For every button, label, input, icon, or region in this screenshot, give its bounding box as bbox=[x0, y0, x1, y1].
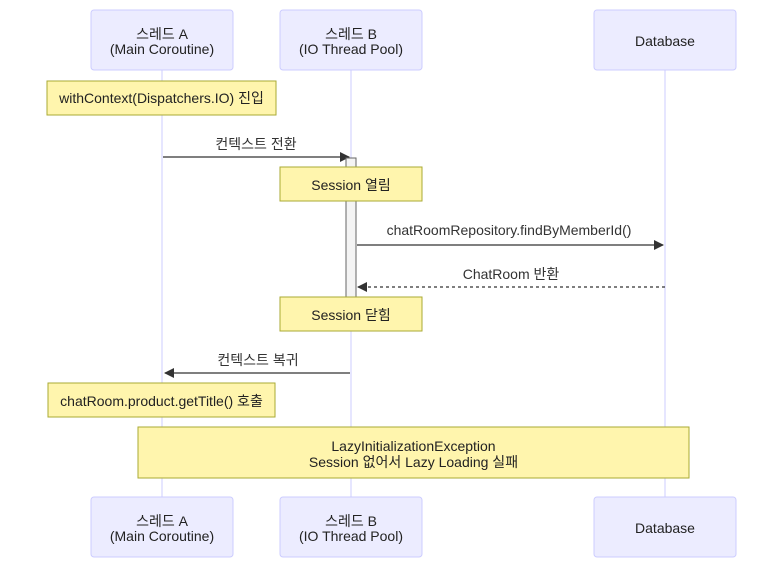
actor-label: 스레드 B bbox=[325, 26, 377, 42]
actor-thread-a-bottom: 스레드 A (Main Coroutine) bbox=[90, 496, 234, 558]
actor-database-bottom: Database bbox=[593, 496, 737, 558]
note-text: Session 닫힘 bbox=[311, 307, 390, 323]
note-text: chatRoom.product.getTitle() 호출 bbox=[60, 393, 263, 409]
actor-sublabel: (Main Coroutine) bbox=[110, 528, 214, 544]
message-find-by-member-id: chatRoomRepository.findByMemberId() bbox=[357, 222, 664, 250]
actor-label: 스레드 A bbox=[136, 26, 189, 42]
message-chatroom-return: ChatRoom 반환 bbox=[357, 266, 665, 292]
note-lazy-initialization-exception: LazyInitializationException Session 없어서 … bbox=[137, 426, 690, 479]
actor-label: 스레드 B bbox=[325, 513, 377, 529]
note-text-line2: Session 없어서 Lazy Loading 실패 bbox=[309, 454, 518, 470]
actor-thread-a-top: 스레드 A (Main Coroutine) bbox=[90, 9, 234, 71]
note-enter-withcontext: withContext(Dispatchers.IO) 진입 bbox=[46, 80, 277, 116]
actor-label: Database bbox=[635, 33, 695, 49]
note-text-line1: LazyInitializationException bbox=[331, 438, 495, 454]
message-label: 컨텍스트 복귀 bbox=[217, 352, 298, 368]
actor-thread-b-bottom: 스레드 B (IO Thread Pool) bbox=[279, 496, 423, 558]
note-session-open: Session 열림 bbox=[279, 166, 423, 202]
actor-label: 스레드 A bbox=[136, 513, 189, 529]
message-context-restore: 컨텍스트 복귀 bbox=[164, 352, 350, 378]
message-context-switch: 컨텍스트 전환 bbox=[163, 136, 350, 162]
note-text: Session 열림 bbox=[311, 177, 390, 193]
actor-sublabel: (IO Thread Pool) bbox=[299, 41, 403, 57]
note-get-title-call: chatRoom.product.getTitle() 호출 bbox=[47, 382, 276, 418]
message-label: 컨텍스트 전환 bbox=[215, 136, 296, 152]
note-session-closed: Session 닫힘 bbox=[279, 296, 423, 332]
note-text: withContext(Dispatchers.IO) 진입 bbox=[58, 90, 264, 106]
actor-sublabel: (Main Coroutine) bbox=[110, 41, 214, 57]
message-label: ChatRoom 반환 bbox=[463, 266, 560, 282]
actor-thread-b-top: 스레드 B (IO Thread Pool) bbox=[279, 9, 423, 71]
message-label: chatRoomRepository.findByMemberId() bbox=[387, 222, 632, 238]
actor-sublabel: (IO Thread Pool) bbox=[299, 528, 403, 544]
actor-database-top: Database bbox=[593, 9, 737, 71]
actor-label: Database bbox=[635, 520, 695, 536]
